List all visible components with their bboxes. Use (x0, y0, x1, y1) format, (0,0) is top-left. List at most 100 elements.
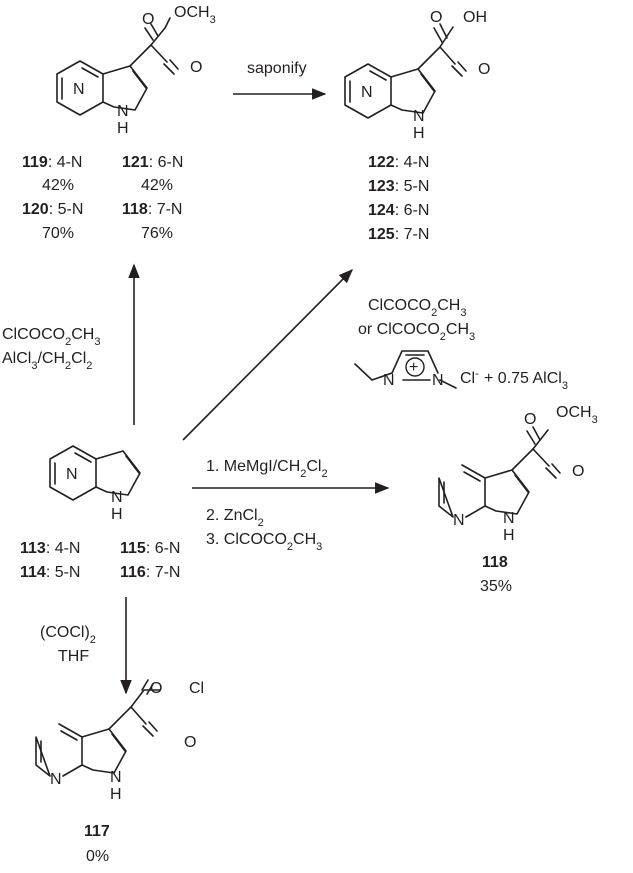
diag-reagent-alternative: or ClCOCO2CH3 (358, 321, 475, 343)
svg-text:115: 6-N: 115: 6-N (120, 540, 180, 557)
compound-number: 122 (368, 154, 395, 171)
compound-list-aza-indoles: 113: 4-N 115: 6-N 114: 5-N 116: 7-N (20, 540, 180, 581)
nitrogen-position: : 4-N (395, 154, 430, 171)
svg-text:116: 7-N: 116: 7-N (120, 564, 180, 581)
svg-text:118: 7-N: 118: 7-N (122, 201, 182, 218)
yield-117: 0% (86, 848, 109, 865)
anion-charge: - (475, 368, 479, 380)
yield: 70% (42, 225, 74, 242)
chloride-anion: Cl (460, 370, 475, 387)
ester-methoxy: OCH3 (556, 404, 598, 426)
grignard-step-3: 3. ClCOCO2CH3 (206, 531, 322, 553)
nitrogen-position: : 6-N (149, 154, 184, 171)
ring-n-label: N (361, 84, 373, 101)
indole-h-label: H (111, 506, 123, 523)
svg-text:114: 5-N: 114: 5-N (20, 564, 80, 581)
acyl-cl: Cl (189, 680, 204, 697)
compound-list-esters: 119: 4-N 42% 121: 6-N 42% 120: 5-N 70% 1… (22, 154, 183, 242)
keto-o: O (190, 59, 202, 76)
molecule-7-azaindole-glyoxylyl-chloride-117: N N H O Cl O (35, 679, 204, 803)
yield: 42% (42, 177, 74, 194)
saponify-label: saponify (247, 60, 307, 77)
nitrogen-position: : 6-N (395, 202, 430, 219)
compound-number: 119 (22, 154, 48, 171)
molecule-aza-indole-glyoxylate-ester: N N H O OCH3 O (56, 4, 216, 137)
molecule-aza-indole-glyoxylic-acid: N N H O OH O (344, 9, 490, 142)
compound-number: 115 (120, 540, 146, 557)
ester-methoxy: OCH3 (174, 4, 216, 26)
acid-carbonyl-o: O (430, 9, 442, 26)
nitrogen-position: : 7-N (148, 201, 183, 218)
pyridine-n: N (453, 512, 465, 529)
compound-number-118: 118 (482, 554, 508, 571)
cation-plus: + (409, 359, 418, 376)
grignard-step-1: 1. MeMgI/CH2Cl2 (206, 458, 328, 480)
nitrogen-position: : 7-N (395, 226, 430, 243)
svg-text:125: 7-N: 125: 7-N (368, 226, 429, 243)
acid-hydroxyl: OH (463, 9, 487, 26)
ionic-liquid-arrow (182, 268, 354, 441)
compound-number: 114 (20, 564, 46, 581)
ring-n-label: N (66, 466, 78, 483)
nitrogen-position: : 4-N (48, 154, 83, 171)
indole-n-label: N (111, 489, 123, 506)
compound-list-acids: 122: 4-N 123: 5-N 124: 6-N 125: 7-N (368, 154, 429, 243)
aluminum-chloride-additive: + 0.75 AlCl3 (484, 370, 568, 392)
nitrogen-position: : 5-N (46, 564, 81, 581)
imidazolium-n1: N (383, 372, 395, 389)
compound-number: 116 (120, 564, 146, 581)
left-reagent-lewis-acid: AlCl3/CH2Cl2 (2, 350, 92, 372)
indole-h-label: H (503, 527, 515, 544)
grignard-step-2: 2. ZnCl2 (206, 507, 264, 529)
indole-n-label: N (117, 103, 129, 120)
oxalyl-chloride-reagent: (COCl)2 (40, 624, 96, 646)
compound-number: 123 (368, 178, 395, 195)
nitrogen-position: : 7-N (146, 564, 181, 581)
indole-h-label: H (110, 786, 122, 803)
keto-o: O (478, 61, 490, 78)
yield: 76% (141, 225, 173, 242)
imidazolium-n3: N (432, 372, 444, 389)
svg-text:122: 4-N: 122: 4-N (368, 154, 429, 171)
svg-text:121: 6-N: 121: 6-N (122, 154, 183, 171)
compound-number: 113 (20, 540, 46, 557)
indole-n-label: N (110, 769, 122, 786)
yield-118: 35% (480, 578, 512, 595)
nitrogen-position: : 5-N (395, 178, 430, 195)
nitrogen-position: : 4-N (46, 540, 81, 557)
compound-number: 120 (22, 201, 49, 218)
compound-number: 121 (122, 154, 149, 171)
nitrogen-position: : 6-N (146, 540, 181, 557)
svg-text:113: 4-N: 113: 4-N (20, 540, 80, 557)
keto-o: O (572, 463, 584, 480)
ester-carbonyl-o: O (142, 11, 154, 28)
indole-n-label: N (503, 510, 515, 527)
ester-carbonyl-o: O (524, 411, 536, 428)
solvent-thf: THF (58, 648, 89, 665)
acyl-o: O (150, 680, 162, 697)
ring-n-label: N (73, 81, 85, 98)
compound-number-117: 117 (84, 823, 110, 840)
keto-o: O (184, 734, 196, 751)
svg-text:123: 5-N: 123: 5-N (368, 178, 429, 195)
svg-text:120: 5-N: 120: 5-N (22, 201, 83, 218)
svg-text:124: 6-N: 124: 6-N (368, 202, 429, 219)
yield: 42% (141, 177, 173, 194)
left-reagent-oxalyl-ester: ClCOCO2CH3 (2, 326, 100, 348)
molecule-aza-indole: N N H (49, 445, 141, 523)
compound-number: 125 (368, 226, 395, 243)
molecule-7-azaindole-glyoxylate-118: N N H O OCH3 O (438, 404, 598, 544)
diag-reagent-oxalyl-ester: ClCOCO2CH3 (368, 297, 466, 319)
cation-charge-circle (405, 357, 425, 377)
nitrogen-position: : 5-N (49, 201, 84, 218)
indole-h-label: H (117, 120, 129, 137)
compound-number: 124 (368, 202, 395, 219)
indole-n-label: N (413, 108, 425, 125)
svg-text:119: 4-N: 119: 4-N (22, 154, 82, 171)
indole-h-label: H (413, 125, 425, 142)
compound-number: 118 (122, 201, 148, 218)
ionic-liquid-emim: + N N Cl- + 0.75 AlCl3 (354, 350, 568, 392)
pyridine-n: N (50, 771, 62, 788)
svg-text:Cl-: Cl- (460, 368, 479, 387)
